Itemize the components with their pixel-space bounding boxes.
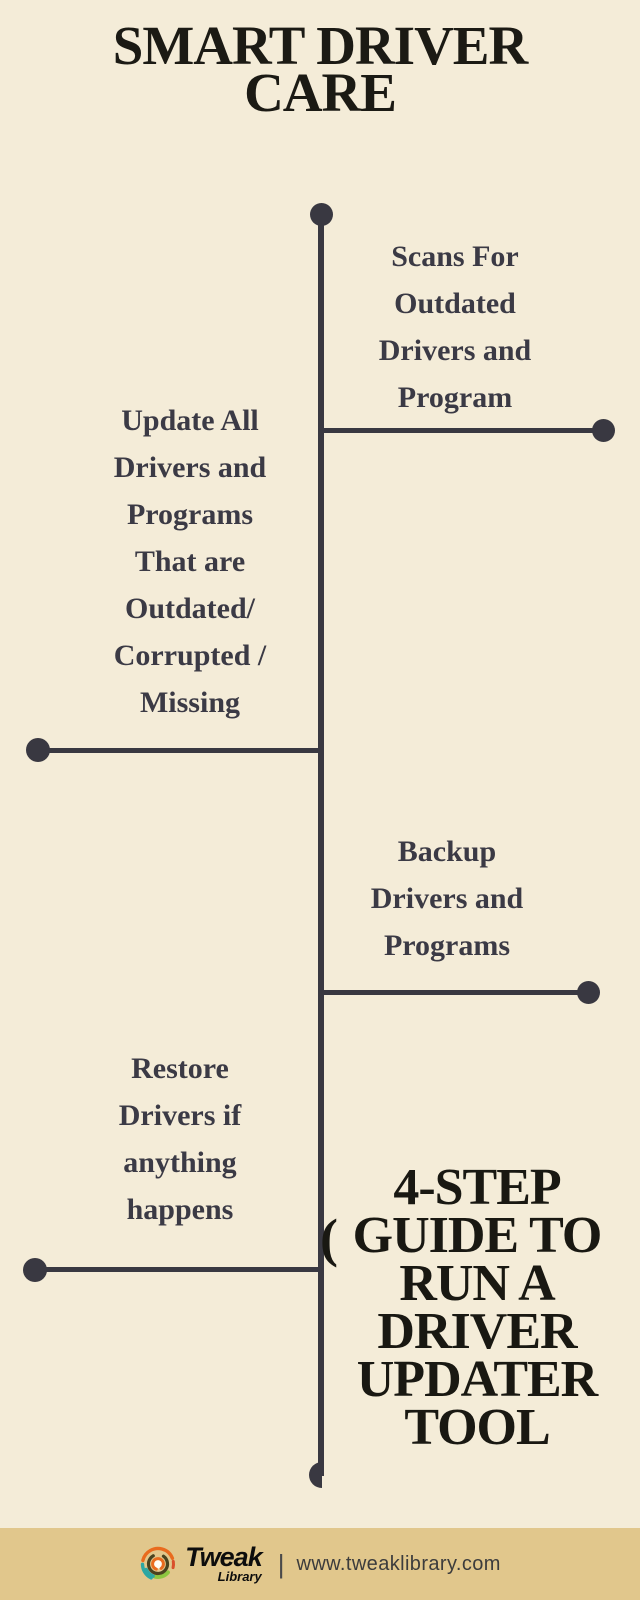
brand-name: Tweak: [185, 1542, 263, 1572]
bottom-title: 4-STEP GUIDE TO RUN A DRIVER UPDATER TOO…: [352, 1159, 603, 1456]
connector-line-update: [38, 748, 323, 753]
brand-subtitle: Library: [217, 1569, 262, 1584]
step-label-scan: Scans For Outdated Drivers and Program: [378, 240, 532, 414]
timeline-start-dot: [310, 203, 333, 226]
footer-bar: Tweak Library | www.tweaklibrary.com: [0, 1528, 640, 1600]
connector-line-restore: [35, 1267, 323, 1272]
brand-logotype: Tweak Library: [185, 1542, 263, 1584]
step-label-backup: Backup Drivers and Programs: [370, 835, 524, 962]
connector-dot-restore: [23, 1258, 47, 1282]
footer-separator: |: [277, 1548, 285, 1579]
connector-line-scan: [322, 428, 594, 433]
connector-dot-scan: [592, 419, 615, 442]
connector-dot-backup: [577, 981, 600, 1004]
tweak-library-logo-icon: [140, 1546, 176, 1582]
step-label-update: Update All Drivers and Programs That are…: [113, 404, 267, 719]
connector-dot-update: [26, 738, 50, 762]
footer-website-url: www.tweaklibrary.com: [296, 1552, 501, 1575]
timeline-vertical-line: [318, 214, 324, 1476]
step-label-restore: Restore Drivers if anything happens: [118, 1052, 242, 1226]
clipped-paren-glyph: (: [320, 1208, 338, 1268]
page-title: SMART DRIVER CARE: [112, 15, 528, 123]
connector-line-backup: [322, 990, 580, 995]
timeline-end-cap: [309, 1462, 322, 1488]
